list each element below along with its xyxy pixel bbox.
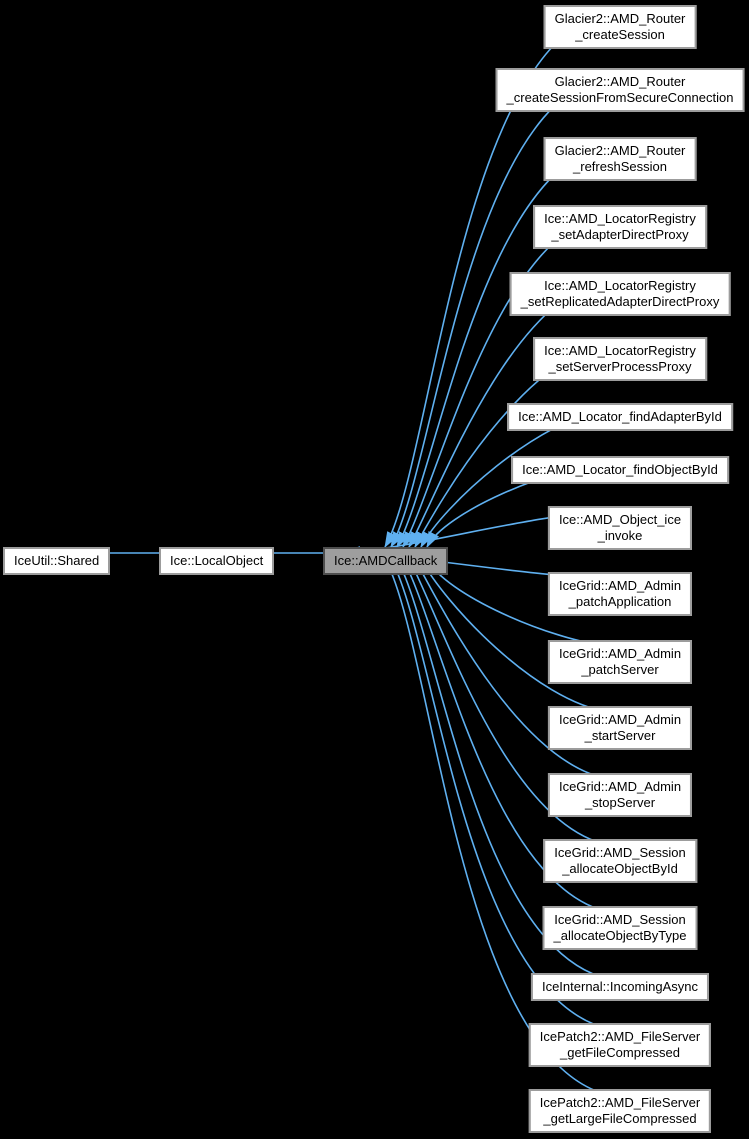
inheritance-edge-icegrid-amd-session-allocateobjectbytype bbox=[402, 558, 610, 913]
class-label-line: IceGrid::AMD_Admin bbox=[558, 712, 682, 727]
class-label-line: _allocateObjectByType bbox=[553, 928, 687, 943]
class-label-line: Glacier2::AMD_Router bbox=[554, 11, 686, 26]
class-node-glacier2-amd-router-refreshsession[interactable]: Glacier2::AMD_Router_refreshSession bbox=[543, 137, 697, 181]
class-label-line: _invoke bbox=[597, 528, 643, 543]
class-label-line: _startServer bbox=[584, 728, 656, 743]
class-label-line: Ice::AMD_LocatorRegistry bbox=[544, 211, 696, 226]
class-node-icegrid-amd-session-allocateobjectbyid[interactable]: IceGrid::AMD_Session_allocateObjectById bbox=[543, 839, 697, 883]
class-label-line: Ice::AMD_Locator_findAdapterById bbox=[518, 409, 722, 424]
class-label-line: IceGrid::AMD_Admin bbox=[558, 578, 682, 593]
class-label-line: _setAdapterDirectProxy bbox=[551, 227, 689, 242]
class-label-line: IceUtil::Shared bbox=[14, 553, 100, 568]
class-node-ice-localobject[interactable]: Ice::LocalObject bbox=[159, 547, 275, 575]
class-label-line: IcePatch2::AMD_FileServer bbox=[539, 1095, 701, 1110]
inheritance-edge-icegrid-amd-admin-stopserver bbox=[414, 558, 610, 780]
class-node-icepatch2-amd-fileserver-getlargefilecompressed[interactable]: IcePatch2::AMD_FileServer_getLargeFileCo… bbox=[528, 1089, 712, 1133]
class-label-line: _stopServer bbox=[584, 795, 656, 810]
class-node-ice-amd-locatorregistry-setreplicatedadapterdirectproxy[interactable]: Ice::AMD_LocatorRegistry_setReplicatedAd… bbox=[509, 272, 731, 316]
class-node-ice-amd-locatorregistry-setserverprocessproxy[interactable]: Ice::AMD_LocatorRegistry_setServerProces… bbox=[533, 337, 707, 381]
class-label-line: IceInternal::IncomingAsync bbox=[541, 979, 699, 994]
class-node-icegrid-amd-admin-patchserver[interactable]: IceGrid::AMD_Admin_patchServer bbox=[547, 640, 693, 684]
class-label-line: Glacier2::AMD_Router bbox=[554, 143, 686, 158]
class-label-line: _createSessionFromSecureConnection bbox=[506, 90, 734, 105]
class-label-line: _getFileCompressed bbox=[560, 1045, 680, 1060]
class-node-iceutil-shared[interactable]: IceUtil::Shared bbox=[3, 547, 111, 575]
class-node-ice-amd-object-ice-invoke[interactable]: Ice::AMD_Object_ice_invoke bbox=[547, 506, 693, 550]
class-label-line: _allocateObjectById bbox=[562, 861, 678, 876]
class-label-line: _getLargeFileCompressed bbox=[543, 1111, 697, 1126]
class-node-iceinternal-incomingasync[interactable]: IceInternal::IncomingAsync bbox=[530, 973, 710, 1001]
class-label-line: Ice::LocalObject bbox=[170, 553, 264, 568]
inheritance-edge-icegrid-amd-session-allocateobjectbyid bbox=[408, 558, 610, 846]
class-label-line: Glacier2::AMD_Router bbox=[554, 74, 686, 89]
class-label-line: IceGrid::AMD_Session bbox=[554, 845, 686, 860]
class-label-line: Ice::AMD_Object_ice bbox=[558, 512, 682, 527]
class-label-line: _setReplicatedAdapterDirectProxy bbox=[520, 294, 720, 309]
class-label-line: Ice::AMD_LocatorRegistry bbox=[544, 343, 696, 358]
class-label-line: _patchApplication bbox=[568, 594, 672, 609]
class-node-ice-amd-locator-findobjectbyid[interactable]: Ice::AMD_Locator_findObjectById bbox=[511, 456, 729, 484]
class-node-glacier2-amd-router-createsessionfromsecureconnection[interactable]: Glacier2::AMD_Router_createSessionFromSe… bbox=[495, 68, 745, 112]
class-node-icegrid-amd-admin-startserver[interactable]: IceGrid::AMD_Admin_startServer bbox=[547, 706, 693, 750]
class-label-line: Ice::AMD_Locator_findObjectById bbox=[522, 462, 718, 477]
class-label-line: IceGrid::AMD_Admin bbox=[558, 646, 682, 661]
class-label-line: IcePatch2::AMD_FileServer bbox=[539, 1029, 701, 1044]
inheritance-edge-icegrid-amd-admin-startserver bbox=[420, 558, 610, 713]
class-node-ice-amd-locator-findadapterbyid[interactable]: Ice::AMD_Locator_findAdapterById bbox=[507, 403, 733, 431]
class-node-icegrid-amd-session-allocateobjectbytype[interactable]: IceGrid::AMD_Session_allocateObjectByTyp… bbox=[542, 906, 698, 950]
inheritance-edge-iceinternal-incomingasync bbox=[396, 558, 610, 980]
class-node-ice-amdcallback[interactable]: Ice::AMDCallback bbox=[323, 547, 449, 575]
class-label-line: _createSession bbox=[575, 27, 665, 42]
class-node-icegrid-amd-admin-patchapplication[interactable]: IceGrid::AMD_Admin_patchApplication bbox=[547, 572, 693, 616]
class-label-line: _refreshSession bbox=[573, 159, 667, 174]
class-label-line: _setServerProcessProxy bbox=[548, 359, 692, 374]
class-node-icepatch2-amd-fileserver-getfilecompressed[interactable]: IcePatch2::AMD_FileServer_getFileCompres… bbox=[528, 1023, 712, 1067]
class-node-ice-amd-locatorregistry-setadapterdirectproxy[interactable]: Ice::AMD_LocatorRegistry_setAdapterDirec… bbox=[533, 205, 707, 249]
class-label-line: _patchServer bbox=[581, 662, 659, 677]
class-label-line: IceGrid::AMD_Admin bbox=[558, 779, 682, 794]
class-label-line: IceGrid::AMD_Session bbox=[554, 912, 686, 927]
class-label-line: Ice::AMDCallback bbox=[334, 553, 438, 568]
class-node-icegrid-amd-admin-stopserver[interactable]: IceGrid::AMD_Admin_stopServer bbox=[547, 773, 693, 817]
class-label-line: Ice::AMD_LocatorRegistry bbox=[544, 278, 696, 293]
class-node-glacier2-amd-router-createsession[interactable]: Glacier2::AMD_Router_createSession bbox=[543, 5, 697, 49]
